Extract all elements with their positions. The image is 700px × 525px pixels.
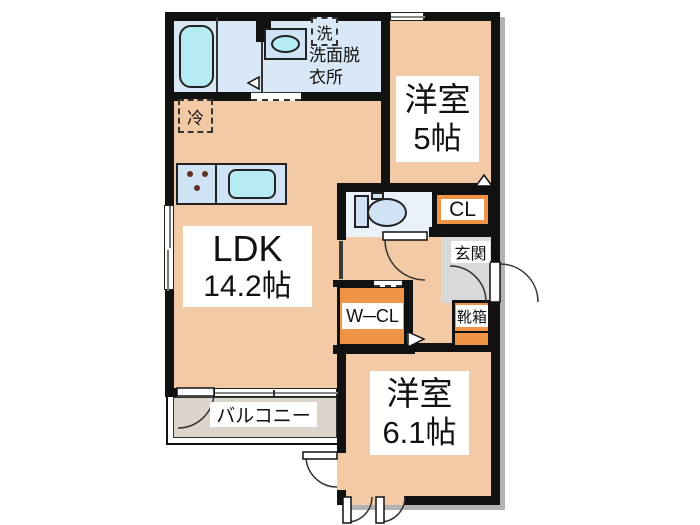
bedroom6-left-window-leaf [302,451,338,460]
washroom-label-line2: 衣所 [309,68,343,87]
ldk-name: LDK [212,227,283,269]
fridge-text: 冷 [187,108,204,128]
window-sash-line [169,206,171,248]
wall-bedroom6-left-upper [337,343,346,453]
balcony-text: バルコニー [216,406,311,427]
wall-top [165,12,500,21]
washbasin-bowl-icon [271,35,300,53]
wall-bedroom6-top [346,343,500,352]
balcony-label: バルコニー [210,402,317,427]
wall-bottom-right-seg [404,496,500,505]
wall-bedroom5-left [381,12,390,192]
shoe-box-text: 靴箱 [456,308,487,326]
entrance-door-arc [499,263,539,303]
ldk-label: LDK 14.2帖 [183,226,312,307]
washroom-label: 洗面脱 衣所 [309,45,360,89]
bedroom6-label: 洋室 6.1帖 [370,371,469,455]
wall-left-upper [165,12,174,205]
window-sash-line [215,392,338,394]
ldk-left-window [164,205,174,291]
bedroom6-bottom-window-leaf [375,496,385,524]
wall-bedroom6-left-lower [337,490,346,505]
walkin-closet-label: W─CL [342,303,403,329]
toilet-bowl-icon [367,198,407,227]
bathtub-icon [179,25,214,88]
ldk-size: 14.2帖 [203,269,292,303]
toilet-door-arc [384,239,426,281]
kitchen-sink-icon [228,169,276,199]
wall-under-closet [429,227,491,237]
wcl-opening-arrow [407,330,426,349]
wall-shadow-bottom [342,505,505,510]
shoe-box-divider [455,331,488,333]
window-sash-tick [273,390,275,396]
closet-label: CL [441,197,484,221]
window-sash-line [167,250,169,291]
stove-burner-icon [202,171,208,177]
toilet-door-leaf [382,231,428,241]
bedroom5-label: 洋室 5帖 [396,76,479,162]
entrance-inner-arc [449,265,487,303]
ldk-sliding-door [339,241,343,279]
washer-text: 洗 [316,25,333,43]
bath-opening-marker [246,75,260,91]
bedroom5-name: 洋室 [404,81,471,118]
wall-right-upper [491,12,500,262]
stove-burner-icon [187,171,193,177]
fridge-spot: 冷 [178,99,213,133]
bedroom6-bottom-window-leaf [342,496,352,524]
stove-burner-icon [194,185,200,191]
bedroom6-name: 洋室 [386,375,453,412]
entrance-text: 玄関 [454,246,487,263]
wcl-folding-door [374,280,402,287]
washroom-label-line1: 洗面脱 [309,46,360,65]
closet-text: CL [449,197,476,221]
wall-wcl-top [333,280,413,287]
entrance-label: 玄関 [451,241,490,263]
balcony-door-arc [177,391,215,429]
bath-partition-line [261,42,263,92]
wall-bedroom5-bottom [337,183,500,192]
washer-spot: 洗 [311,17,338,46]
walkin-closet-text: W─CL [346,305,399,326]
bedroom5-opening-marker [474,173,494,187]
bedroom6-left-window-arc [305,455,338,488]
wall-ldk-bottom-left [165,388,177,397]
balcony-door-leaf [176,387,215,397]
window-sash-line [391,16,425,18]
shoe-box-label: 靴箱 [456,305,488,327]
wall-left-lower [165,290,174,397]
wall-wcl-right [405,287,413,333]
wall-ldk-east-upper [337,192,346,240]
bedroom5-size: 5帖 [413,121,462,156]
kitchen-counter-divider [215,165,217,203]
entrance-door-leaf [489,261,501,303]
bedroom5-top-window [390,12,425,21]
bath-inner-line [216,17,218,92]
bedroom6-size: 6.1帖 [382,415,457,450]
washroom-sliding-door [251,92,301,101]
wall-right-lower [491,302,500,505]
wall-shadow-right [500,17,505,509]
